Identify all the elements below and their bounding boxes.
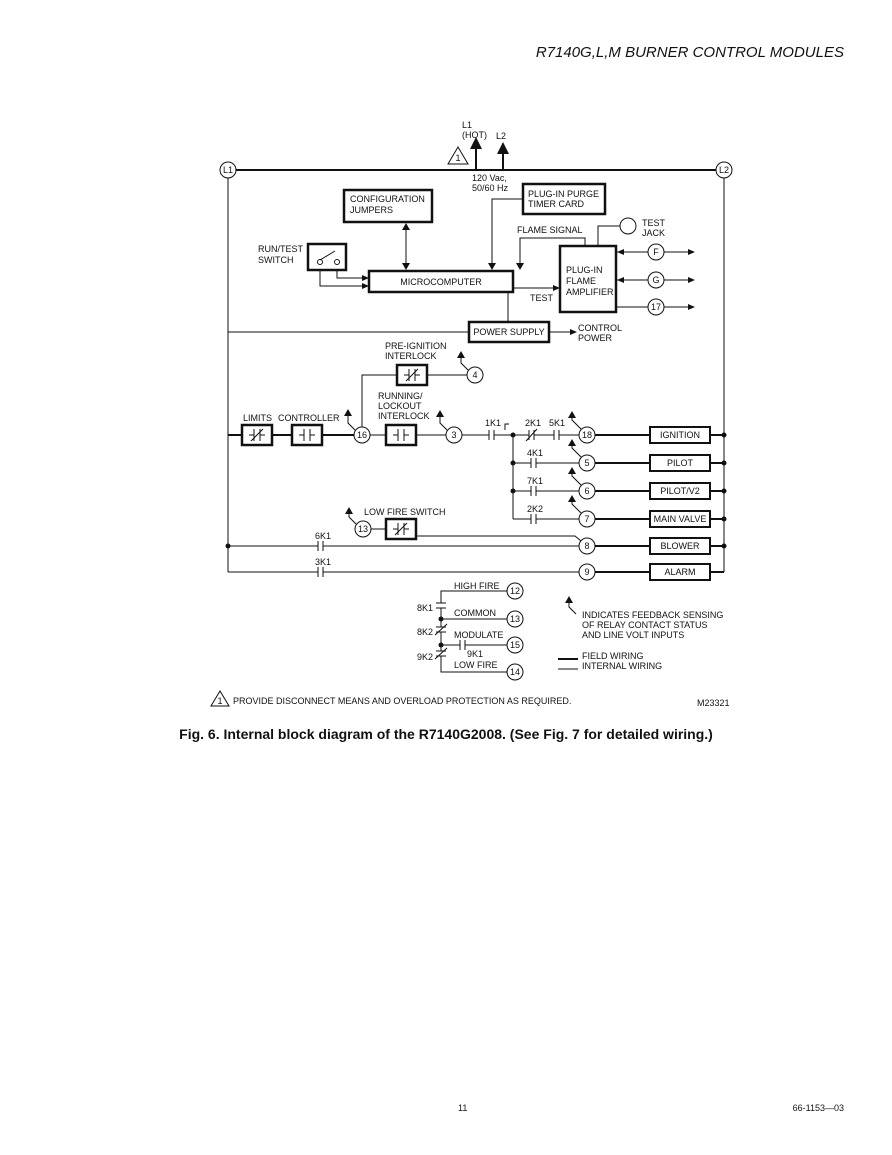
output-ignition: IGNITION: [660, 430, 700, 440]
note-text: PROVIDE DISCONNECT MEANS AND OVERLOAD PR…: [233, 696, 571, 706]
feedback-arrow-icon: [568, 602, 577, 615]
amplifier-label-3: AMPLIFIER: [566, 287, 614, 297]
low-fire-switch-label: LOW FIRE SWITCH: [364, 507, 446, 517]
microcomputer-label: MICROCOMPUTER: [400, 277, 482, 287]
power-supply-label: POWER SUPPLY: [473, 327, 544, 337]
frequency-label: 50/60 Hz: [472, 183, 509, 193]
terminal-3: 3: [451, 430, 456, 440]
output-main-valve: MAIN VALVE: [654, 514, 707, 524]
run-test-label-1: RUN/TEST: [258, 244, 304, 254]
terminal-13-modulating: 13: [510, 614, 520, 624]
terminal-15: 15: [510, 640, 520, 650]
high-fire-label: HIGH FIRE: [454, 581, 500, 591]
contact-7k1: 7K1: [527, 476, 543, 486]
l1-supply-label: L1: [462, 120, 472, 130]
amplifier-label-2: FLAME: [566, 276, 596, 286]
output-pilot-v2: PILOT/V2: [660, 486, 700, 496]
page-number: 11: [458, 1103, 468, 1113]
controller-label: CONTROLLER: [278, 413, 340, 423]
purge-card-label-2: TIMER CARD: [528, 199, 585, 209]
test-jack-label-1: TEST: [642, 218, 666, 228]
amplifier-label-1: PLUG-IN: [566, 265, 603, 275]
note-number: 1: [217, 696, 222, 706]
flame-signal-label: FLAME SIGNAL: [517, 225, 583, 235]
contact-5k1: 5K1: [549, 418, 565, 428]
output-blower: BLOWER: [660, 541, 700, 551]
contact-6k1: 6K1: [315, 531, 331, 541]
l2-supply-label: L2: [496, 131, 506, 141]
running-label-1: RUNNING/: [378, 391, 423, 401]
contact-3k1: 3K1: [315, 557, 331, 567]
terminal-16: 16: [357, 430, 367, 440]
common-label: COMMON: [454, 608, 496, 618]
interlock-section: PRE-IGNITION INTERLOCK 4 RUNNING/ LOCKOU…: [228, 341, 484, 447]
modulate-label: MODULATE: [454, 630, 503, 640]
contact-2k2: 2K2: [527, 504, 543, 514]
terminal-14: 14: [510, 667, 520, 677]
legend-internal-wiring: INTERNAL WIRING: [582, 661, 662, 671]
control-section: CONFIGURATION JUMPERS PLUG-IN PURGE TIME…: [228, 182, 695, 344]
contact-4k1: 4K1: [527, 448, 543, 458]
note-triangle-icon: [447, 146, 469, 165]
low-fire-label: LOW FIRE: [454, 660, 498, 670]
terminal-6: 6: [584, 486, 589, 496]
running-label-3: INTERLOCK: [378, 411, 430, 421]
legend-field-wiring: FIELD WIRING: [582, 651, 644, 661]
drawing-id: M23321: [697, 698, 730, 708]
terminal-f: F: [653, 247, 659, 257]
document-header: R7140G,L,M BURNER CONTROL MODULES: [535, 44, 844, 61]
modulation-section: HIGH FIRE 12 8K1 COMMON 13 8K2 MODULATE …: [417, 581, 524, 681]
terminal-4: 4: [472, 370, 477, 380]
relay-output-section: 1K1 2K1 5K1 18 IGNITION 4K1 5: [225, 411, 727, 581]
terminal-13: 13: [358, 524, 368, 534]
limits-label: LIMITS: [243, 413, 272, 423]
control-power-label-1: CONTROL: [578, 323, 622, 333]
note-ref-number: 1: [455, 153, 460, 163]
legend-feedback-1: INDICATES FEEDBACK SENSING: [582, 610, 723, 620]
legend: INDICATES FEEDBACK SENSING OF RELAY CONT…: [558, 596, 723, 671]
test-jack-label-2: JACK: [642, 228, 665, 238]
legend-feedback-2: OF RELAY CONTACT STATUS: [582, 620, 708, 630]
contact-8k1: 8K1: [417, 603, 433, 613]
power-rails: L1 L2: [219, 161, 733, 572]
document-number: 66-1153—03: [792, 1103, 844, 1113]
contact-2k1: 2K1: [525, 418, 541, 428]
legend-feedback-3: AND LINE VOLT INPUTS: [582, 630, 684, 640]
config-jumpers-label-1: CONFIGURATION: [350, 194, 425, 204]
contact-1k1: 1K1: [485, 418, 501, 428]
contact-9k2: 9K2: [417, 652, 433, 662]
control-power-label-2: POWER: [578, 333, 613, 343]
config-jumpers-label-2: JUMPERS: [350, 205, 393, 215]
test-label: TEST: [530, 293, 554, 303]
figure-caption: Fig. 6. Internal block diagram of the R7…: [179, 726, 713, 742]
terminal-18: 18: [582, 430, 592, 440]
hot-label: (HOT): [462, 130, 487, 140]
pre-ignition-label-1: PRE-IGNITION: [385, 341, 447, 351]
terminal-12: 12: [510, 586, 520, 596]
voltage-label: 120 Vac,: [472, 173, 507, 183]
supply-input: L1 (HOT) L2 120 Vac, 50/60 Hz 1: [447, 120, 509, 193]
contact-9k1: 9K1: [467, 649, 483, 659]
note-triangle-icon: [210, 690, 230, 707]
output-pilot: PILOT: [667, 458, 694, 468]
contact-8k2: 8K2: [417, 627, 433, 637]
terminal-7: 7: [584, 514, 589, 524]
terminal-8: 8: [584, 541, 589, 551]
purge-card-label-1: PLUG-IN PURGE: [528, 189, 599, 199]
pre-ignition-label-2: INTERLOCK: [385, 351, 437, 361]
terminal-9: 9: [584, 567, 589, 577]
terminal-17: 17: [651, 302, 661, 312]
output-alarm: ALARM: [664, 567, 695, 577]
running-label-2: LOCKOUT: [378, 401, 422, 411]
l1-rail-label: L1: [223, 165, 233, 175]
l2-rail-label: L2: [719, 165, 729, 175]
disconnect-note: 1 PROVIDE DISCONNECT MEANS AND OVERLOAD …: [210, 690, 730, 708]
terminal-5: 5: [584, 458, 589, 468]
run-test-label-2: SWITCH: [258, 255, 294, 265]
terminal-g: G: [652, 275, 659, 285]
